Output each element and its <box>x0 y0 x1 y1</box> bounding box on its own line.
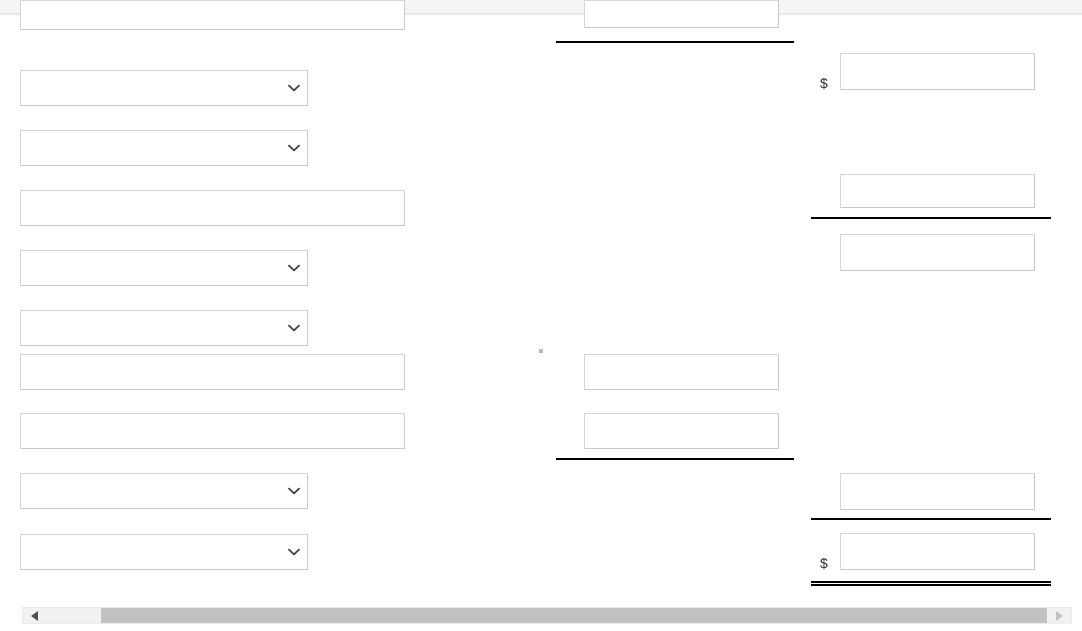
field-right-4[interactable] <box>840 473 1035 510</box>
field-right-1[interactable] <box>840 53 1035 90</box>
field-left-3-input[interactable] <box>20 130 308 166</box>
field-left-3[interactable] <box>20 130 308 166</box>
rule-right-total <box>811 581 1051 586</box>
field-right-3[interactable] <box>840 234 1035 271</box>
field-right-2[interactable] <box>840 174 1035 208</box>
scroll-left-button[interactable] <box>23 608 46 623</box>
field-left-10[interactable] <box>20 534 308 570</box>
field-right-5[interactable] <box>840 533 1035 570</box>
field-left-9-input[interactable] <box>20 473 308 509</box>
form-canvas: $ $ <box>0 0 1082 599</box>
currency-symbol-1: $ <box>820 75 828 91</box>
field-mid-2[interactable] <box>584 354 779 390</box>
field-left-5[interactable] <box>20 250 308 286</box>
field-left-10-input[interactable] <box>20 534 308 570</box>
scroll-right-button[interactable] <box>1048 608 1071 623</box>
field-left-6[interactable] <box>20 310 308 346</box>
rule-right-upper <box>811 217 1051 219</box>
field-left-8[interactable] <box>20 413 405 449</box>
rule-middle-top <box>556 41 794 43</box>
field-left-2-input[interactable] <box>20 70 308 106</box>
header-seam <box>0 14 1082 16</box>
field-left-5-input[interactable] <box>20 250 308 286</box>
arrow-left-icon <box>31 610 38 621</box>
field-left-1[interactable] <box>20 0 405 30</box>
field-mid-1[interactable] <box>584 0 779 28</box>
field-left-4[interactable] <box>20 190 405 226</box>
field-left-7[interactable] <box>20 354 405 390</box>
field-left-6-input[interactable] <box>20 310 308 346</box>
scrollbar-track[interactable] <box>46 608 1048 623</box>
field-left-9[interactable] <box>20 473 308 509</box>
arrow-right-icon <box>1056 610 1063 621</box>
currency-symbol-2: $ <box>820 555 828 571</box>
rule-right-lower <box>811 518 1051 520</box>
scrollbar-thumb[interactable] <box>101 608 1047 623</box>
rule-middle-bottom <box>556 458 794 460</box>
field-marker-dot <box>539 349 543 353</box>
field-left-2[interactable] <box>20 70 308 106</box>
horizontal-scrollbar[interactable] <box>22 607 1072 624</box>
field-mid-3[interactable] <box>584 413 779 449</box>
